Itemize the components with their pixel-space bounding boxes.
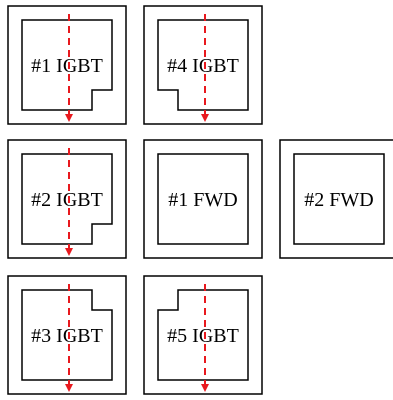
chip-2-igbt: #2 IGBT (7, 139, 127, 259)
chip-frame (7, 5, 127, 125)
chip-die-outline (157, 289, 249, 381)
chip-die-outline (157, 153, 249, 245)
chip-label: #4 IGBT (167, 55, 239, 77)
chip-label: #3 IGBT (31, 325, 103, 347)
chip-frame (143, 275, 263, 395)
chip-label: #1 FWD (168, 189, 237, 211)
chip-label: #1 IGBT (31, 55, 103, 77)
chip-label: #2 FWD (304, 189, 373, 211)
chip-label: #5 IGBT (167, 325, 239, 347)
chip-die-outline (21, 289, 113, 381)
chip-frame (7, 275, 127, 395)
chip-3-igbt: #3 IGBT (7, 275, 127, 395)
chip-frame (7, 139, 127, 259)
chip-frame (143, 139, 263, 259)
chip-die-outline (293, 153, 385, 245)
chip-2-fwd: #2 FWD (279, 139, 393, 259)
chip-frame (143, 5, 263, 125)
chip-die-outline (21, 153, 113, 245)
chip-die-outline (157, 19, 249, 111)
chip-1-igbt: #1 IGBT (7, 5, 127, 125)
chips-layer: #1 IGBT #4 IGBT #2 IGBT #1 FWD #2 FWD #3 IGBT… (7, 5, 393, 395)
chip-frame (279, 139, 393, 259)
chip-5-igbt: #5 IGBT (143, 275, 263, 395)
chip-die-outline (21, 19, 113, 111)
chip-label: #2 IGBT (31, 189, 103, 211)
chip-1-fwd: #1 FWD (143, 139, 263, 259)
chip-4-igbt: #4 IGBT (143, 5, 263, 125)
